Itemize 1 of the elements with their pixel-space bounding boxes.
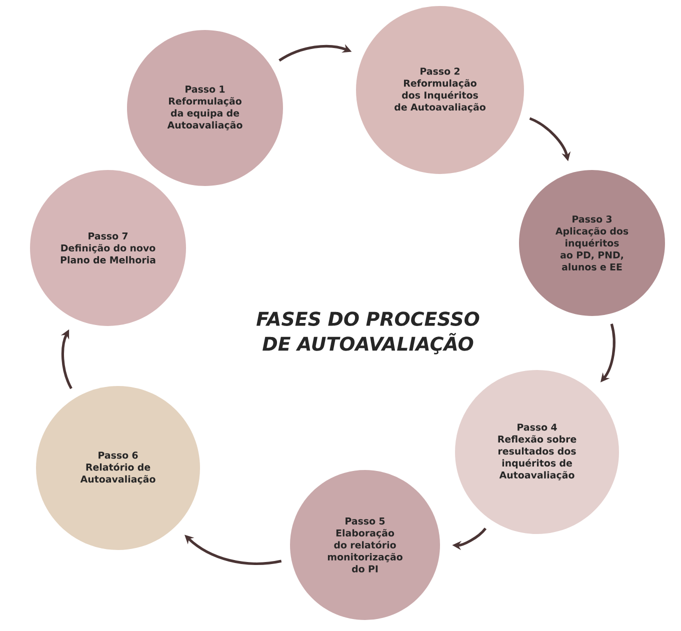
title: FASES DO PROCESSO DE AUTOAVALIAÇÃO [256,312,480,354]
